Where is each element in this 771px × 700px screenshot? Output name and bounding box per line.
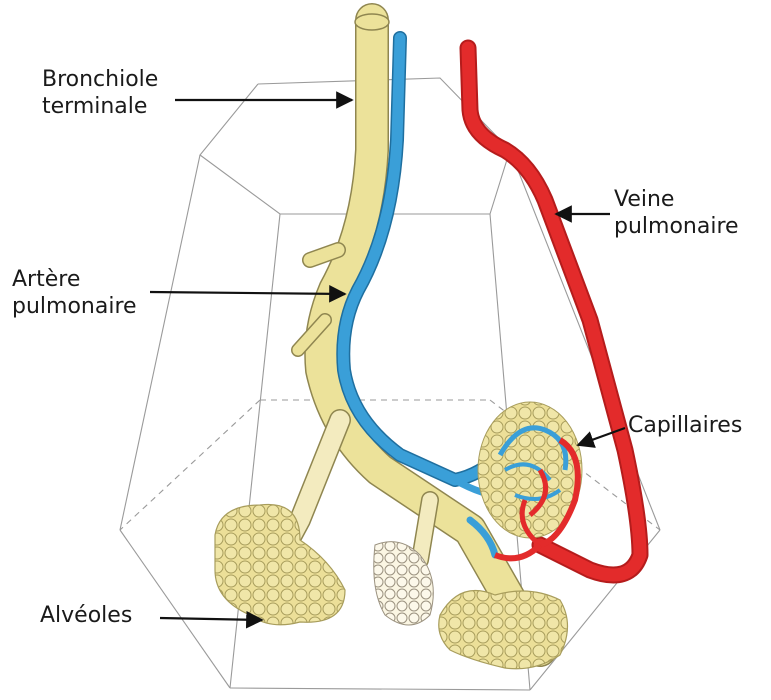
label-line: Bronchiole [42,66,158,93]
label-line: Artère [12,266,137,293]
label-line: pulmonaire [614,213,739,240]
label-capillaires: Capillaires [628,412,742,439]
label-artere-pulmonaire: Artère pulmonaire [12,266,137,320]
label-line: pulmonaire [12,293,137,320]
label-bronchiole-terminale: Bronchiole terminale [42,66,158,120]
capillary-network [478,402,582,558]
arrow-artere [150,292,345,294]
label-line: terminale [42,93,158,120]
label-alveoles: Alvéoles [40,602,132,629]
label-veine-pulmonaire: Veine pulmonaire [614,186,739,240]
label-line: Veine [614,186,739,213]
arrow-alveoles [160,618,262,620]
